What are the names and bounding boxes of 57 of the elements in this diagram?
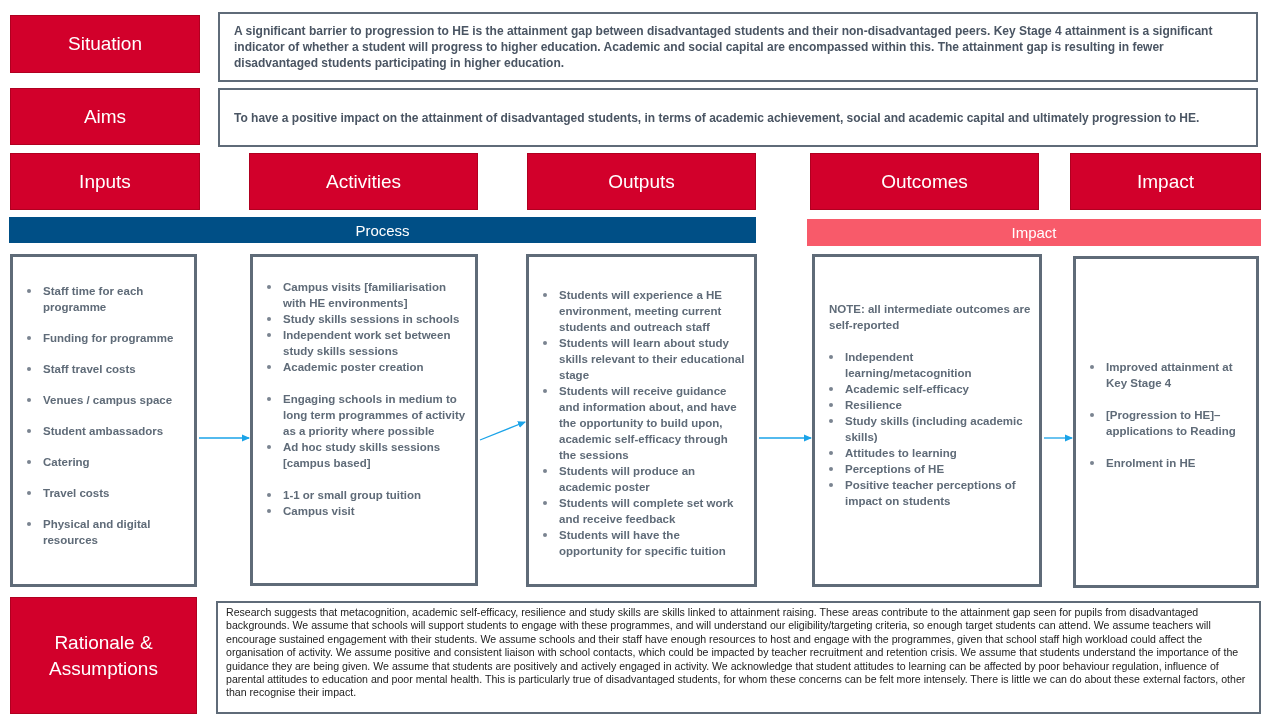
section-band: Process [9,217,756,243]
content-box [10,254,197,587]
section-header: Inputs [10,153,200,210]
statement-box [218,12,1258,82]
arrow [758,434,812,442]
bullet-item: Students will experience a HE environment, meeting current students and outreach staff [559,289,722,333]
content-box [812,254,1042,587]
section-header: Rationale & Assumptions [10,597,197,714]
section-header: Situation [10,15,200,73]
bullet-item: Funding for programme [43,332,174,344]
bullet-item: Academic self-efficacy [845,383,969,395]
bullet-item: Resilience [845,399,902,411]
content-box [526,254,757,587]
section-header: Aims [10,88,200,145]
bullet-item: Venues / campus space [43,394,173,406]
statement-box [218,88,1258,147]
bullet-item: Physical and digital resources [43,518,151,546]
statement-text: A significant barrier to progression to HE is the attainment gap between disadvantaged students and their non-disadvantaged peers. Key Stage 4 attainment is a significant indicator of whether a student will progress to higher education. Academic and social capital are encompassed within this. The attainment gap is resulting in fewer disadvantaged students participating in higher education. [234,23,1214,71]
bullet-item: Students will learn about study skills relevant to their educational stage [559,337,745,381]
bullet-item: Independent work set between study skills sessions [283,329,451,357]
bullet-item: Student ambassadors [43,425,164,437]
arrow [479,421,526,441]
bullet-item: Study skills (including academic skills) [845,415,1023,443]
bullet-item: 1-1 or small group tuition [283,489,421,501]
bullet-item: Ad hoc study skills sessions [campus based] [283,441,441,469]
bullet-item: Travel costs [43,487,110,499]
bullet-item: Students will produce an academic poster [559,465,696,493]
bullet-item: Staff travel costs [43,363,136,375]
bullet-item: Students will have the opportunity for specific tuition [559,529,726,557]
content-box [1073,256,1259,588]
bullet-item: Study skills sessions in schools [283,313,460,325]
bullet-item: Campus visit [283,505,355,517]
bullet-item: Perceptions of HE [845,463,945,475]
bullet-item: Students will receive guidance and information about, and have the opportunity to build upon, academic self-efficacy through the sessions [559,385,737,461]
bullet-item: Engaging schools in medium to long term programmes of activity as a priority where possible [283,393,466,437]
content-box [250,254,478,586]
bullet-item: Enrolment in HE [1106,457,1196,469]
bullet-item: Attitudes to learning [845,447,957,459]
section-band: Impact [807,219,1261,246]
bullet-item: Staff time for each programme [43,285,144,313]
rationale-box: Research suggests that metacognition, academic self-efficacy, resilience and study skills are skills linked to attainment raising. These areas contribute to the attainment gap seen for pupils from disadvantaged backgrounds. We assume that schools will support students to engage with these programmes, and will understand our eligibility/targeting criteria, so enough target students can attend. We assume teachers will encourage sustained engagement with their students. We assume schools and their staff have enough resources to host and engage with the programmes, given that school staff high workload could affect the organisation of activity. We assume positive and consistent liaison with school contacts, which could be impacted by teacher recruitment and retention crisis. We assume that students understand the importance of the guidance they are being given. We assume that students are positively and actively engaged in activity. We acknowledge that student attitudes to learning can be affected by poor behaviour regulation, influence of parental attitudes to education and poor mental health. This is particularly true of disadvantaged students, for whom these concerns can be felt more intensely. There is little we can do about these external factors, other than recognise their impact. [216,601,1261,714]
bullet-item: Improved attainment at Key Stage 4 [1106,361,1233,389]
bullet-item: Independent learning/metacognition [845,351,972,379]
section-header: Impact [1070,153,1261,210]
bullet-item: Catering [43,456,90,468]
section-header: Activities [249,153,478,210]
bullet-item: Academic poster creation [283,361,424,373]
bullet-item: Positive teacher perceptions of impact on students [845,479,1016,507]
section-header: Outputs [527,153,756,210]
arrow [198,434,250,442]
arrow [1043,434,1073,442]
section-header: Outcomes [810,153,1039,210]
bullet-item: [Progression to HE]– applications to Reading [1106,409,1236,437]
statement-text: To have a positive impact on the attainment of disadvantaged students, in terms of academic achievement, social and academic capital and ultimately progression to HE. [234,109,1200,126]
bullet-item: Students will complete set work and receive feedback [559,497,734,525]
note-text: NOTE: all intermediate outcomes are self-reported [829,302,1031,333]
bullet-item: Campus visits [familiarisation with HE environments] [283,281,446,309]
